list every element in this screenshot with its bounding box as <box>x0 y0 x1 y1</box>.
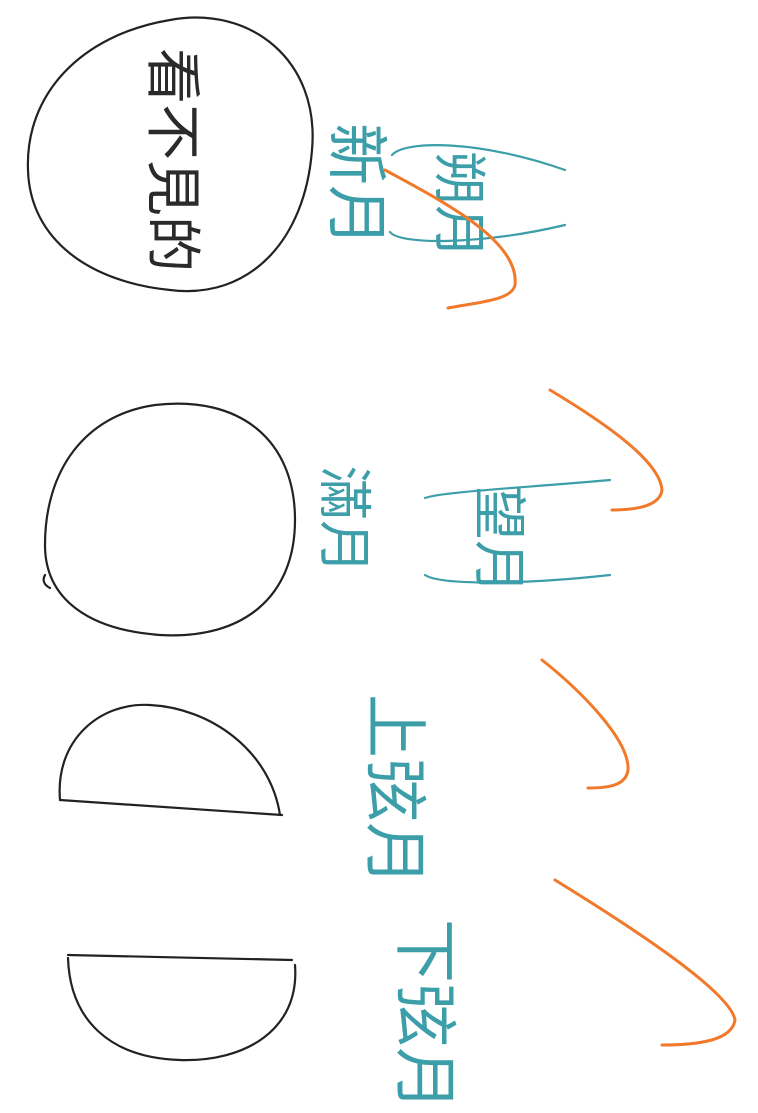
last-quarter-half-circle <box>68 958 295 1060</box>
first-quarter-base-line <box>60 800 282 815</box>
first-quarter-half-circle <box>60 705 280 815</box>
first-quarter-label: 上弦月 <box>357 694 431 886</box>
new-moon-paren-label: 朔月 <box>427 151 490 259</box>
last-quarter-base-line <box>68 955 292 960</box>
first-quarter-checkmark <box>542 660 628 788</box>
phase-item-new-moon: 看不見的 新月 朔月 <box>28 18 565 308</box>
new-moon-label: 新月 <box>320 123 393 247</box>
phase-item-first-quarter: 上弦月 <box>60 660 628 886</box>
full-moon-checkmark <box>550 390 662 510</box>
phase-item-full-moon: 滿月 望月 <box>44 390 662 635</box>
full-moon-label: 滿月 <box>312 466 375 574</box>
full-moon-circle <box>44 404 295 636</box>
phase-item-last-quarter: 下弦月 <box>68 880 735 1109</box>
new-moon-circle-text: 看不見的 <box>139 48 204 272</box>
last-quarter-checkmark <box>555 880 735 1045</box>
last-quarter-label: 下弦月 <box>387 919 461 1109</box>
full-moon-paren-label: 望月 <box>467 486 530 594</box>
